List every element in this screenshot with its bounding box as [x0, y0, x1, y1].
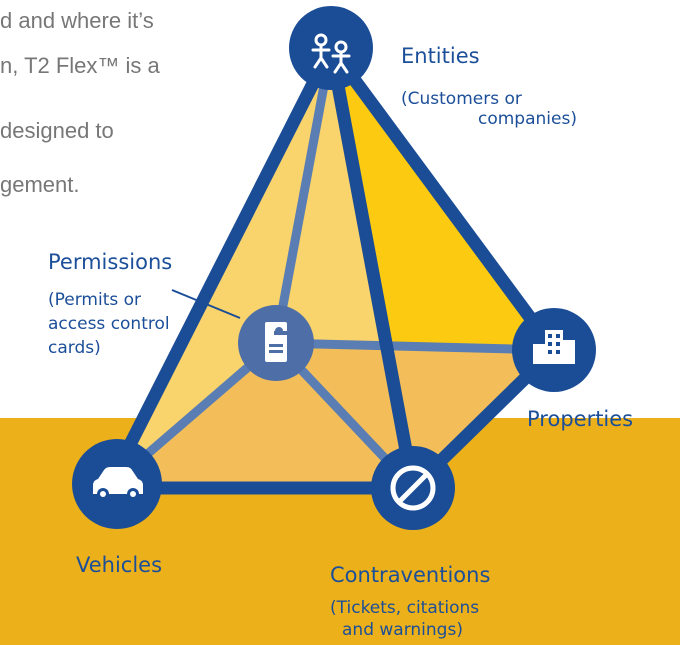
label-permissions-sub-2: access control — [48, 314, 170, 334]
label-entities-sub-1: (Customers or — [401, 89, 522, 109]
intro-line-2: n, T2 Flex™ is a — [0, 53, 160, 78]
edge-permissions-properties — [275, 338, 555, 355]
edge-entities-contraventions — [324, 41, 420, 495]
label-entities-title: Entities — [401, 44, 480, 68]
intro-line-4: gement. — [0, 172, 80, 197]
label-contraventions-sub-1: (Tickets, citations — [330, 598, 480, 618]
node-permissions — [238, 305, 314, 381]
node-properties — [512, 308, 596, 392]
label-permissions-sub-1: (Permits or — [48, 290, 142, 310]
intro-line-3: designed to — [0, 118, 114, 143]
label-properties-title: Properties — [527, 407, 634, 431]
permissions-pointer-line — [171, 289, 241, 319]
edge-entities-properties — [324, 41, 561, 357]
label-permissions-title: Permissions — [48, 250, 173, 274]
buildings-icon — [533, 330, 575, 364]
label-contraventions-sub-2: and warnings) — [342, 620, 463, 640]
edge-entities-permissions — [271, 47, 336, 344]
label-entities-sub-2: companies) — [478, 109, 577, 129]
intro-line-1: d and where it’s — [0, 8, 154, 33]
label-contraventions-title: Contraventions — [330, 563, 491, 587]
people-icon — [311, 33, 351, 74]
label-vehicles-title: Vehicles — [76, 553, 163, 577]
node-contraventions — [371, 446, 455, 530]
permit-hangtag-icon — [265, 322, 287, 362]
node-entities — [289, 6, 373, 90]
node-vehicles — [72, 439, 162, 529]
car-icon — [93, 467, 143, 500]
edge-entities-vehicles — [101, 41, 338, 495]
label-permissions-sub-3: cards) — [48, 338, 101, 358]
prohibited-icon — [390, 465, 436, 511]
